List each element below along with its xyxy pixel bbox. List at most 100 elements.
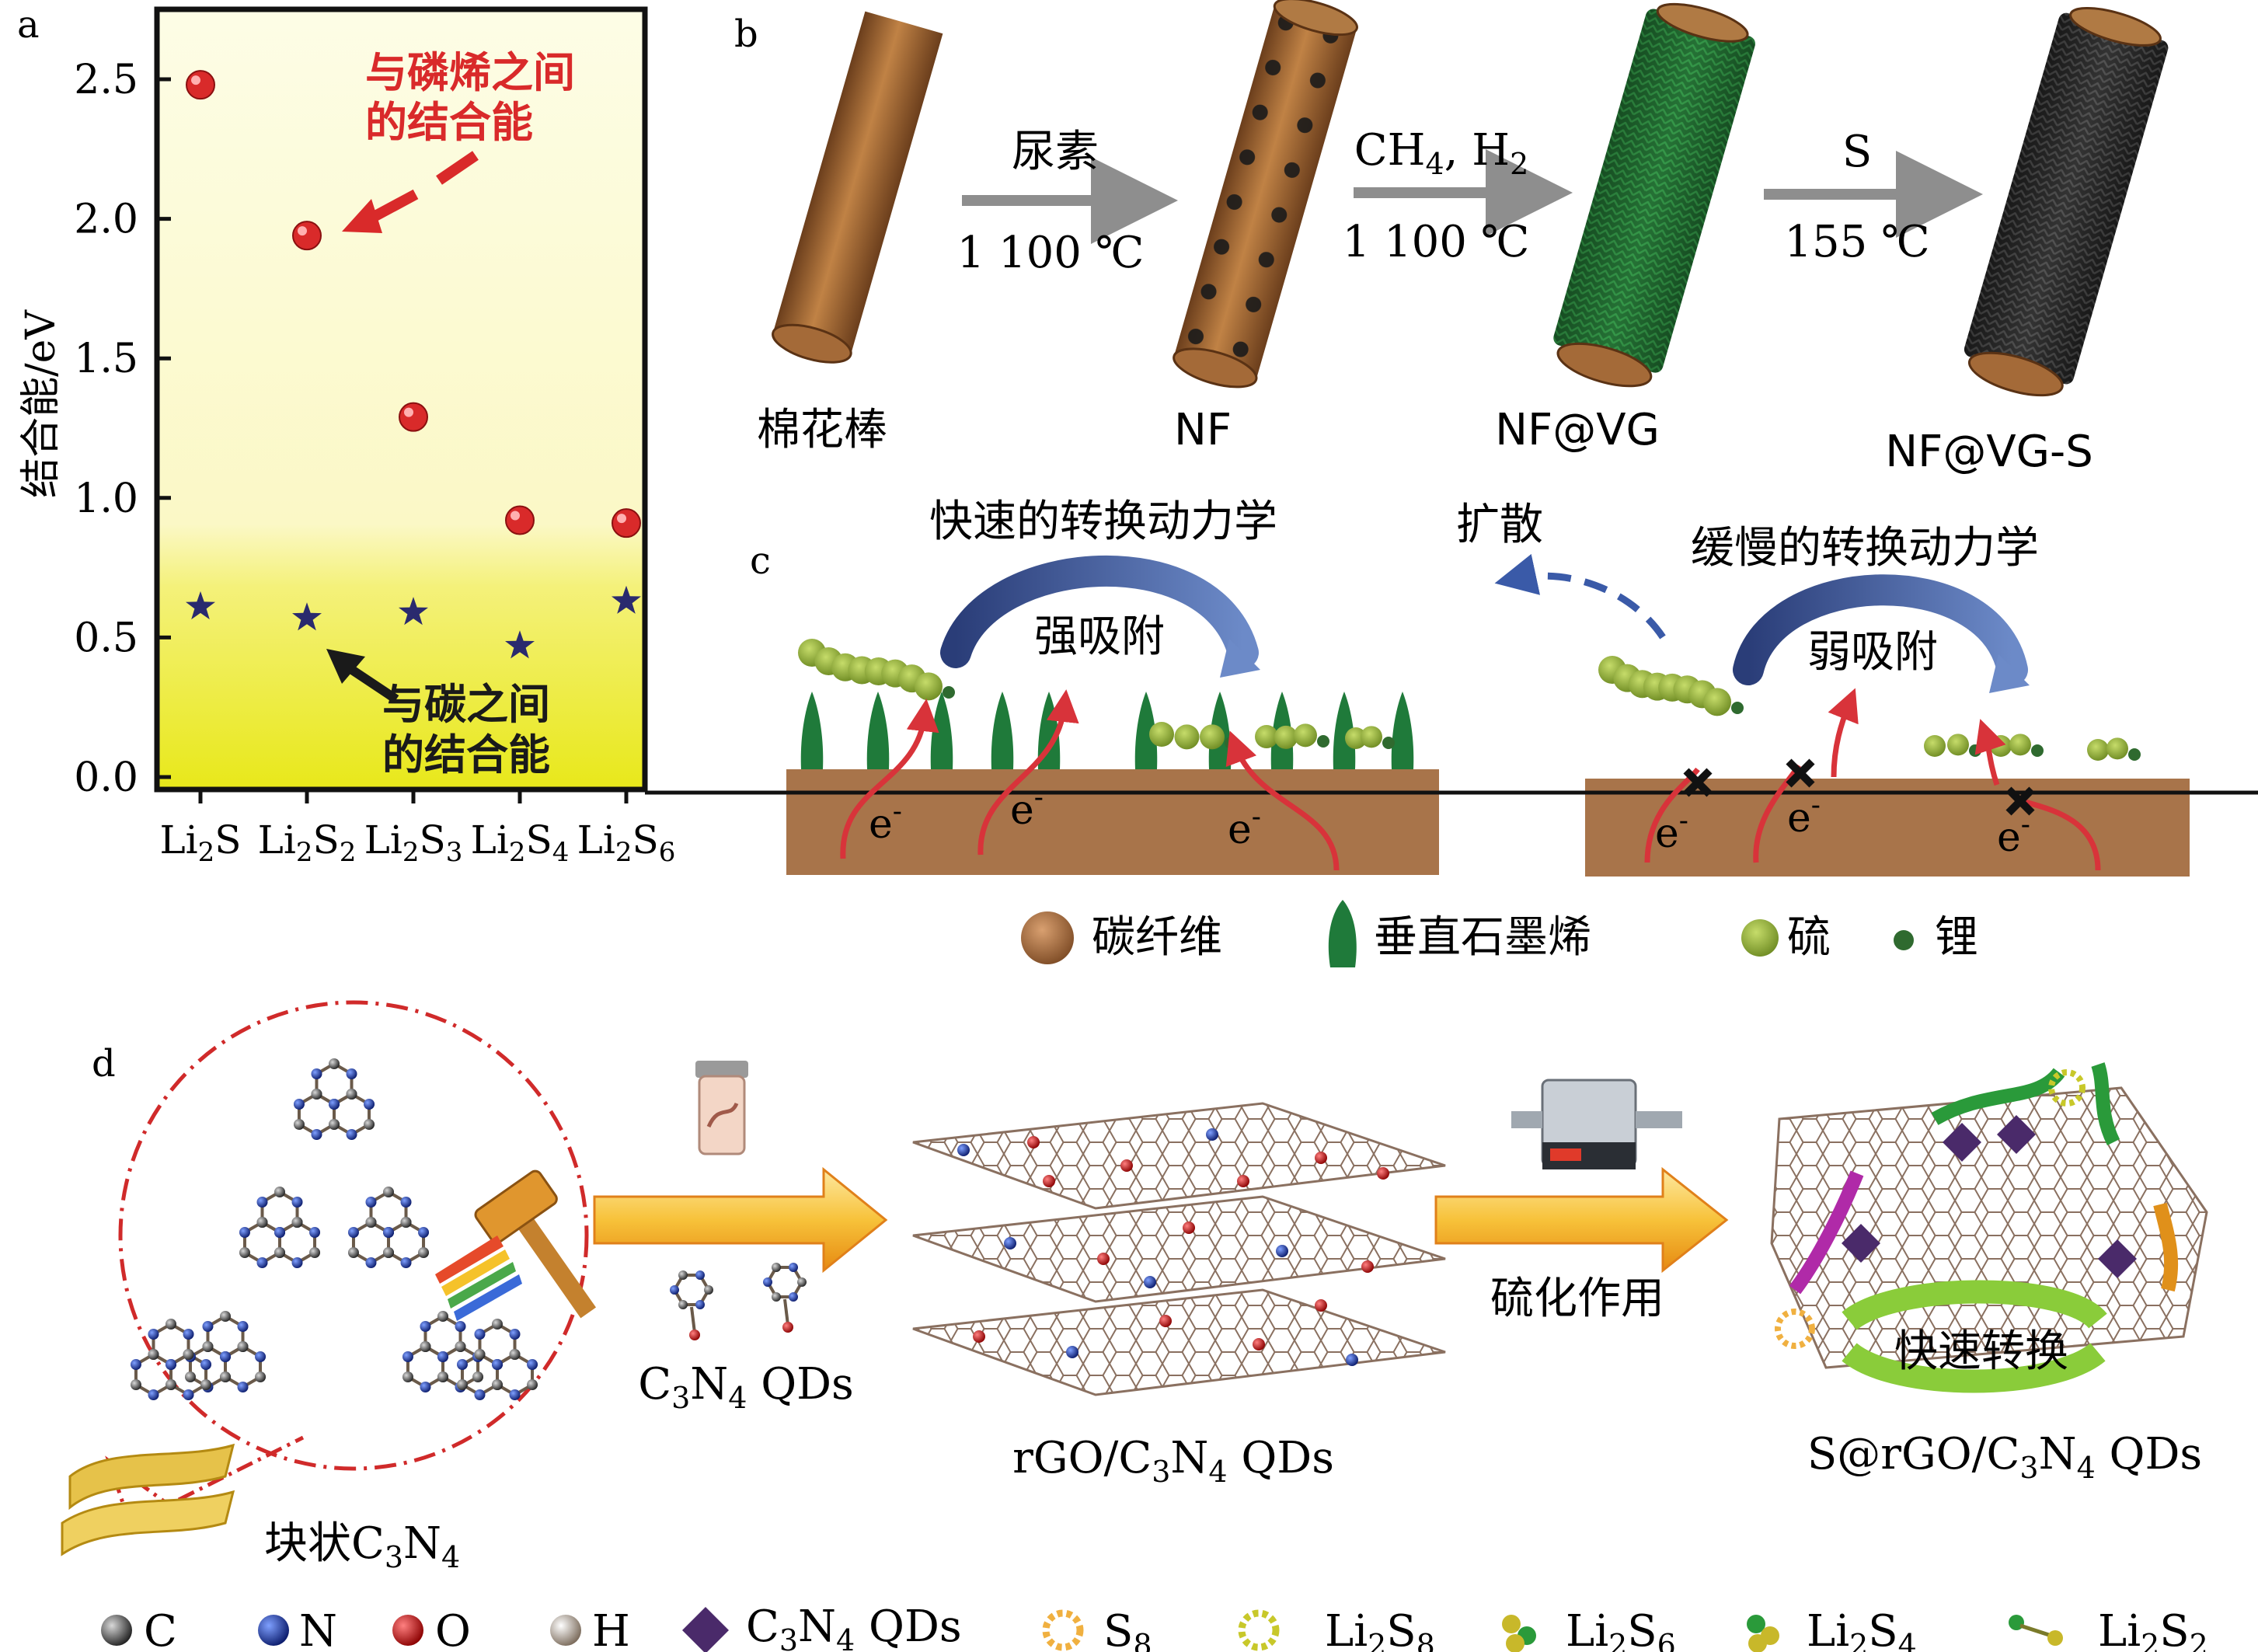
carbon-atom [400,1217,412,1228]
graphene-spike [1391,692,1414,769]
qd-atom [797,1277,807,1287]
rgo-atom [1237,1175,1249,1187]
nitrogen-atom [311,1129,322,1140]
legend-n: N [299,1606,337,1652]
panel-label-b: b [734,12,758,56]
rgo-atom [1066,1346,1078,1358]
li2s2-icon [2009,1615,2063,1646]
rainbow-streak [435,1236,522,1321]
nitrogen-atom [309,1227,321,1238]
nitrogen-atom [492,1359,503,1370]
c3n4-qd-label: C3N4 QDs [638,1359,854,1415]
panel-d-legend: C N O H C3N4 QDs S8 Li2S8 Li2S6 Li2S4 [101,1601,2208,1652]
carbon-atom [347,1247,359,1258]
annotation-carbon-line1: 与碳之间 [382,680,550,729]
nitrogen-atom [166,1359,176,1370]
nitrogen-atom [239,1227,250,1238]
nitrogen-atom [437,1351,448,1362]
x-tick-label: Li2S2 [258,817,357,868]
nitrogen-atom [130,1359,141,1370]
carbon-atom [256,1217,268,1228]
x-tick-label: Li2S3 [364,817,463,868]
diffusion-label: 扩散 [1456,500,1543,550]
carbon-atom [130,1379,141,1390]
rgo-atom [1183,1222,1195,1234]
carbon-atom [364,1119,375,1130]
nitrogen-atom [220,1351,231,1362]
carbon-atom [492,1379,503,1390]
qd-atom [695,1270,705,1280]
carbon-atom [329,1119,340,1130]
nitrogen-atom [256,1257,268,1268]
strong-adsorb-label: 强吸附 [1034,612,1165,662]
legend-s8: S8 [1103,1606,1152,1652]
electron-label: e- [869,796,902,848]
data-point-phosphorene [292,221,322,251]
data-point-carbon [399,597,428,626]
carbon-atom [239,1247,250,1258]
y-tick-label: 2.0 [74,197,138,243]
rgo-atom [1377,1167,1389,1180]
process-arrow-d2 [1434,1166,1729,1274]
carbon-atom [291,1217,303,1228]
carbon-atom [402,1371,413,1382]
vertical-graphene-icon [1328,900,1357,967]
rgo-atom [1276,1245,1288,1257]
furnace-icon [1511,1079,1682,1169]
carbon-atom [183,1349,194,1360]
item-label-nf-vg: NF@VG [1495,405,1660,455]
cotton-rod [772,11,943,364]
rgo-atom [1097,1253,1110,1265]
nitrogen-atom [402,1351,413,1362]
carbon-atom [383,1247,394,1258]
electron-label: e- [1997,809,2030,861]
nitrogen-atom [365,1257,377,1268]
carbon-atom [202,1341,214,1352]
sulfur-atom [2087,739,2109,761]
nitrogen-atom [420,1321,431,1332]
carbon-atom [274,1187,285,1197]
arrow1-top-label: 尿素 [1012,127,1099,177]
nitrogen-atom [202,1321,214,1332]
nitrogen-atom [237,1321,249,1332]
electron-arrows [840,688,2101,871]
y-axis: 0.00.51.01.52.02.5 [74,57,171,801]
sulfur-atom [1947,734,1969,756]
y-tick-label: 0.5 [74,615,138,661]
nitrogen-atom [311,1068,322,1079]
li2s4-icon [1747,1615,1779,1652]
sulfur-atom [1255,725,1278,748]
data-point-carbon [186,591,215,620]
legend-sulfur: 硫 [1787,912,1831,963]
qd-atom [772,1292,781,1302]
y-tick-label: 1.5 [74,336,138,382]
y-tick-label: 0.0 [74,755,138,801]
electron-label: e- [1787,789,1821,842]
qd-atom [772,1262,781,1272]
rgo-atom [1027,1136,1040,1148]
legend-li2s4: Li2S4 [1807,1606,1917,1652]
nitrogen-atom [291,1197,303,1208]
legend-o: O [435,1606,471,1652]
carbon-atom [346,1089,357,1100]
arrow3-top-label: S [1842,127,1872,177]
nitrogen-atom [400,1197,412,1208]
data-point-phosphorene [612,508,641,538]
rgo-atom [1315,1299,1327,1312]
sulfur-atom [1990,735,2012,757]
slow-kinetics-title: 缓慢的转换动力学 [1691,523,2039,573]
carbon-atom [474,1349,486,1360]
carbon-atom [492,1319,503,1330]
qd-atom [782,1322,793,1333]
nitrogen-atom [474,1329,486,1340]
sulfurization-label: 硫化作用 [1490,1274,1664,1324]
annotation-carbon-line2: 的结合能 [382,730,550,779]
bulk-c3n4-sheets [61,1443,235,1556]
panel-c: c 快速的转换动力学 缓慢的转换动力学 扩散 强吸附 弱吸附 [645,497,2258,967]
c3n4-qd-icon [682,1607,729,1652]
qd-atom [689,1330,700,1340]
annotation-phosphorene-line1: 与磷烯之间 [365,48,575,97]
carbon-atom [311,1089,322,1100]
